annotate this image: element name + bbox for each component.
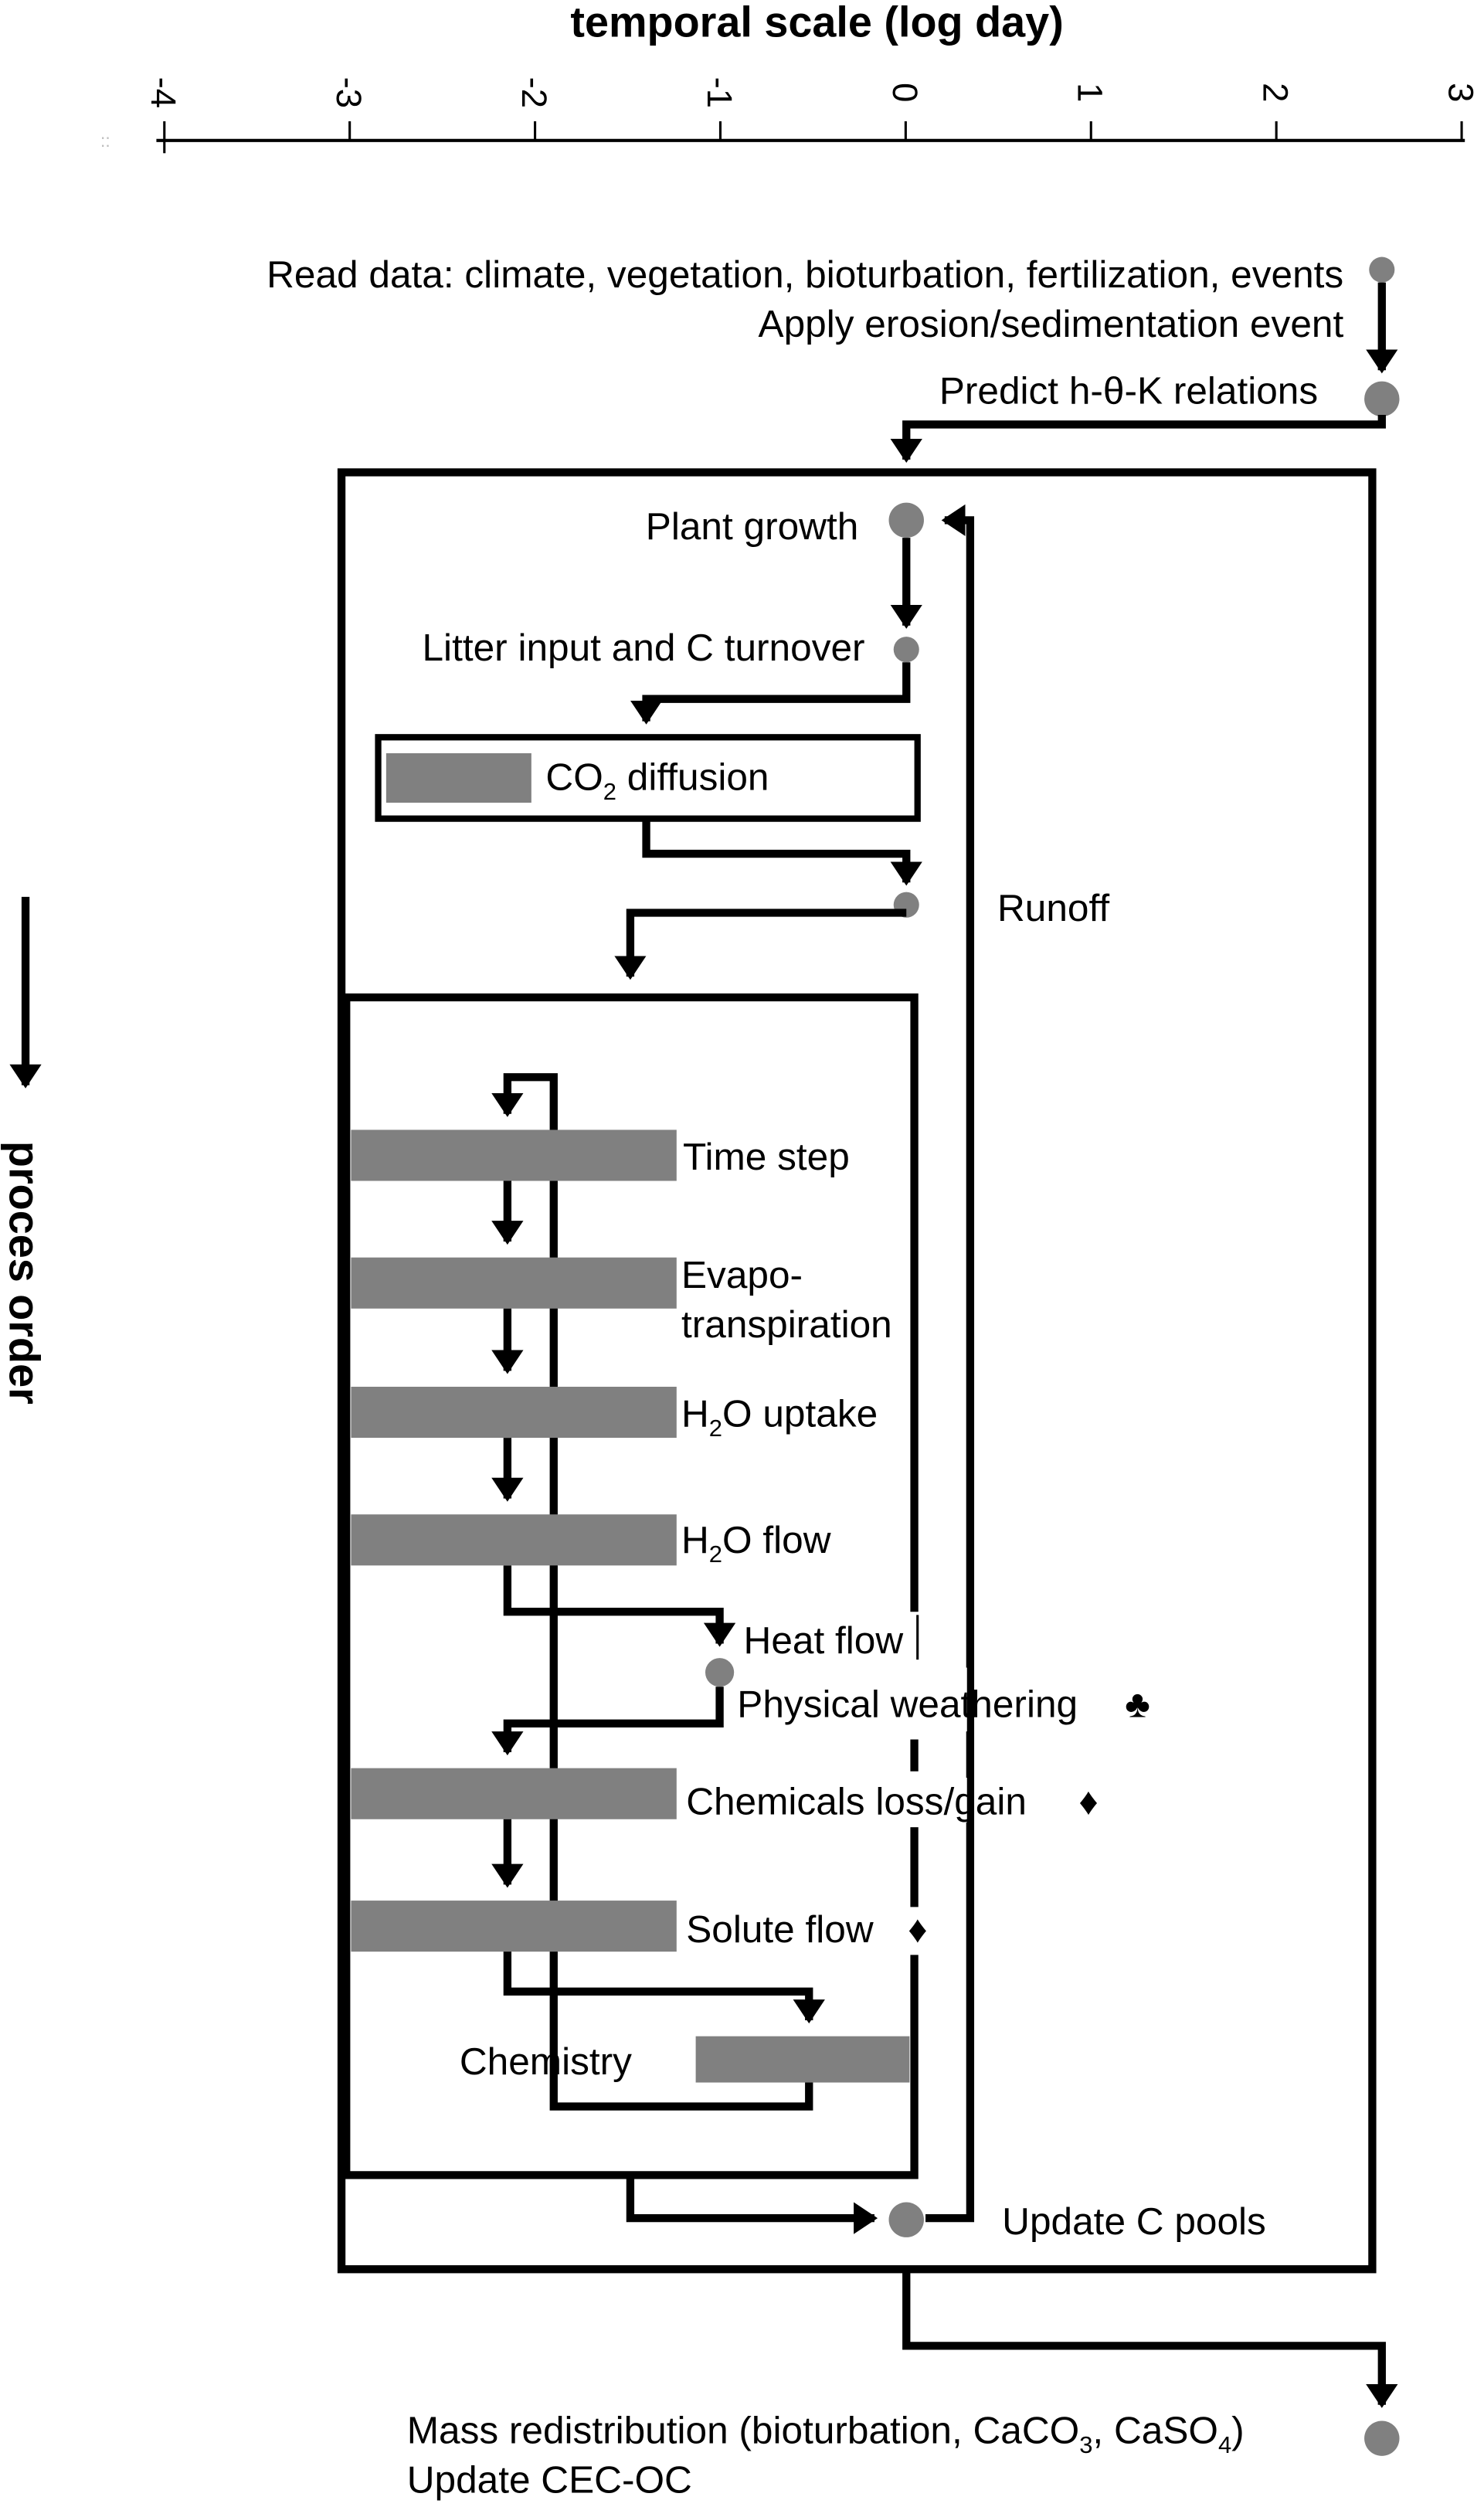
read-data-label: Read data: climate, vegetation, bioturba… xyxy=(267,253,1343,296)
axis-tick-label: 1 xyxy=(1071,83,1110,102)
erosion-label: Apply erosion/sedimentation event xyxy=(759,302,1344,345)
predict-label: Predict h-θ-K relations xyxy=(939,369,1318,413)
co2-timescale-bar xyxy=(385,752,531,803)
co2-label: CO2 diffusion xyxy=(545,755,769,804)
physical-weathering-node xyxy=(705,1658,735,1687)
axis-tick-label: -4 xyxy=(144,77,183,108)
solute-flow-bar xyxy=(351,1901,677,1952)
h2o-flow-label: H2O flow xyxy=(681,1518,831,1568)
axis-tick-label: -2 xyxy=(514,77,554,108)
litter-label: Litter input and C turnover xyxy=(423,626,865,669)
h2o-flow-bar xyxy=(351,1514,677,1566)
axis-tick-label: 3 xyxy=(1442,83,1481,102)
chemistry-label: Chemistry xyxy=(460,2040,632,2083)
h2o-uptake-bar xyxy=(351,1386,677,1439)
solute-flow-label: Solute flow xyxy=(686,1907,874,1951)
plant-growth-label: Plant growth xyxy=(646,504,859,548)
process-order-label: proces order xyxy=(0,1141,48,1405)
mass-redistribution-node xyxy=(1364,2420,1400,2456)
update-c-node xyxy=(888,2202,924,2237)
litter-node xyxy=(893,637,919,663)
read-data-node xyxy=(1369,256,1395,283)
inner-loop-box xyxy=(342,993,919,2179)
axis-tick-label: 0 xyxy=(885,83,925,102)
time-step-bar xyxy=(351,1130,677,1181)
plant-growth-node xyxy=(888,502,924,538)
update-c-label: Update C pools xyxy=(1002,2200,1266,2243)
process-order-indicator: proces order xyxy=(0,896,48,1405)
heat-flow-label: Heat flow xyxy=(744,1619,904,1662)
physical-weathering-label: Physical weathering xyxy=(737,1683,1078,1726)
axis-marker-icon: :: xyxy=(100,131,110,151)
evapo-label-2: transpiration xyxy=(681,1303,892,1346)
axis-tick-label: 2 xyxy=(1256,83,1296,102)
evapotranspiration-bar xyxy=(351,1257,677,1309)
chemicals-label: Chemicals loss/gain xyxy=(686,1780,1027,1823)
chemicals-bar xyxy=(351,1768,677,1819)
predict-node xyxy=(1364,381,1400,417)
h2o-uptake-label: H2O uptake xyxy=(681,1392,878,1442)
mass-redistribution-label: Mass redistribution (bioturbation, CaCO3… xyxy=(407,2408,1245,2458)
diamond-icon: ♦ xyxy=(908,1907,927,1951)
chemistry-bar xyxy=(695,2036,910,2083)
club-icon: ♣ xyxy=(1125,1683,1150,1726)
axis-title: temporal scale (log day) xyxy=(570,0,1063,46)
cec-label: Update CEC-OC xyxy=(407,2458,692,2501)
temporal-axis: temporal scale (log day) :: -4 -3 -2 -1 0 1 2 3 xyxy=(100,0,1481,154)
runoff-label: Runoff xyxy=(997,886,1109,929)
evapo-label-1: Evapo- xyxy=(681,1253,803,1296)
time-step-label: Time step xyxy=(683,1135,850,1178)
axis-tick-label: -3 xyxy=(329,77,368,108)
diamond-icon: ♦ xyxy=(1078,1780,1098,1823)
axis-tick-label: -1 xyxy=(700,77,739,108)
outer-loop-box xyxy=(337,468,1377,2274)
c-pool-feedback-line xyxy=(925,504,975,2223)
